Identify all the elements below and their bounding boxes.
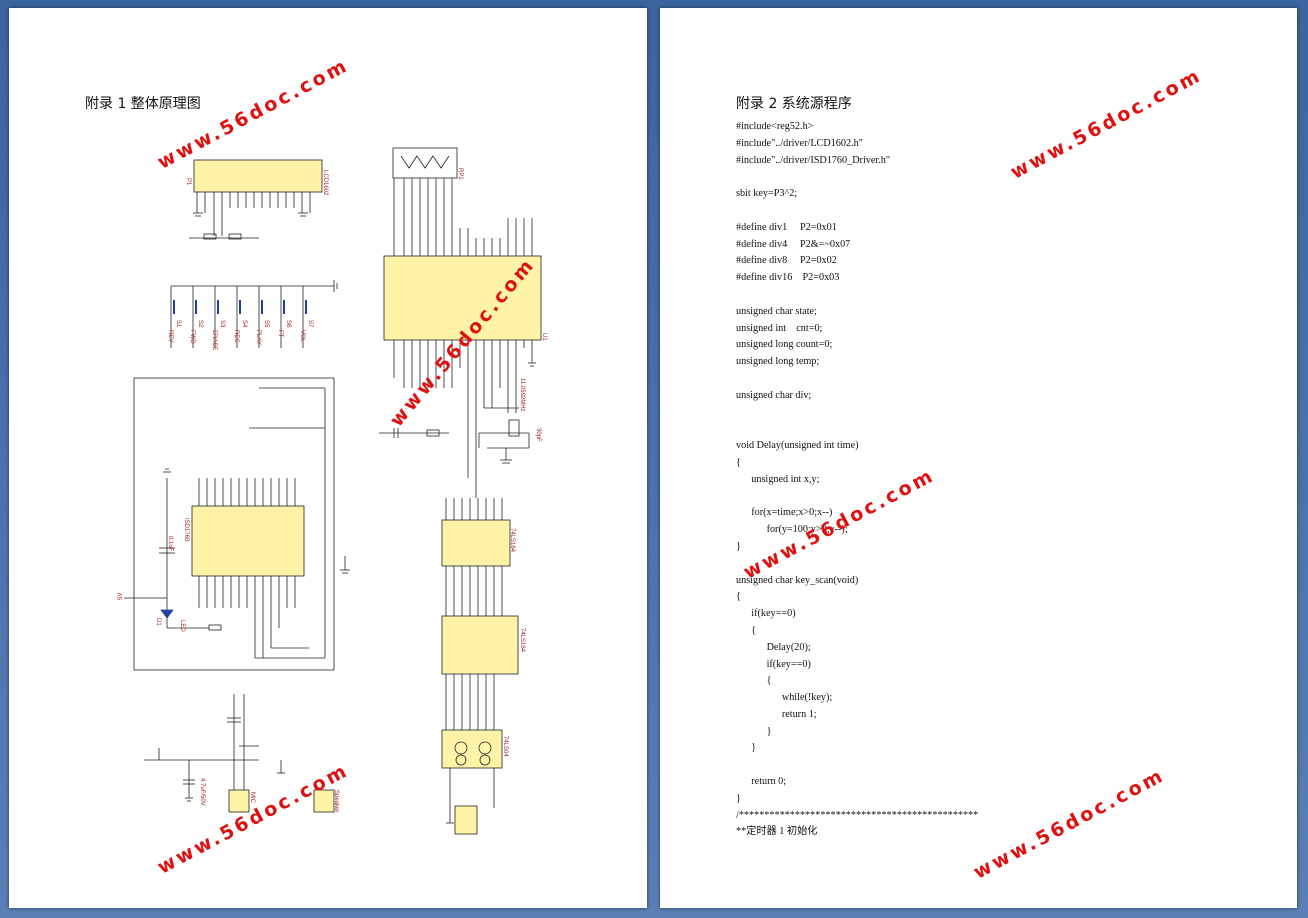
code-line: unsigned int x,y;: [736, 473, 820, 485]
code-line: return 0;: [736, 776, 787, 788]
button-label-vol: VOL: [299, 330, 305, 343]
switch-label-s3: S3: [219, 320, 225, 328]
code-line: }: [736, 540, 741, 552]
switch-label-s7: S7: [307, 320, 313, 328]
code-line: {: [736, 624, 757, 636]
rp1-label: RP1: [457, 168, 463, 180]
code-line: #define div4 P2&=~0x07: [736, 238, 851, 250]
code-line: void Delay(unsigned int time): [736, 440, 859, 452]
code-line: [736, 405, 1256, 422]
cap-47uf-label: 4.7uF/50V: [199, 778, 205, 806]
crystal-label: 11.0592MHz: [519, 378, 525, 412]
code-line: {: [736, 675, 772, 687]
code-line: for(y=100;y>0;y--);: [736, 524, 848, 536]
code-line: #include"../driver/LCD1602.h": [736, 137, 863, 149]
button-label-rec: REC: [233, 330, 239, 343]
code-line: /***************************************…: [736, 809, 979, 821]
u4-label: 74LS164: [519, 628, 525, 653]
u3-label: 74LS04: [502, 736, 508, 757]
switch-label-s5: S5: [263, 320, 269, 328]
code-line: if(key==0): [736, 658, 811, 670]
code-line: [736, 371, 1256, 388]
d1-label: D1: [155, 618, 161, 626]
code-line: while(!key);: [736, 692, 833, 704]
switch-label-s1: S1: [175, 320, 181, 328]
code-line: [736, 757, 1256, 774]
button-label-ft: FT: [277, 330, 283, 338]
isd-label: ISD1760: [183, 518, 189, 542]
appendix-1-heading: 附录 1 整体原理图: [85, 96, 201, 112]
code-line: #define div8 P2=0x02: [736, 255, 837, 267]
mcu-label: U1: [541, 333, 547, 341]
code-line: unsigned char key_scan(void): [736, 574, 859, 586]
code-line: #include"../driver/ISD1760_Driver.h": [736, 154, 891, 166]
code-line: sbit key=P3^2;: [736, 188, 798, 200]
code-line: #include<reg52.h>: [736, 121, 814, 132]
cap-30pf-label: 30pF: [535, 428, 541, 442]
speaker-label: Speaker: [333, 790, 339, 812]
source-code-block: #include<reg52.h> #include"../driver/LCD…: [736, 119, 1256, 841]
code-line: }: [736, 792, 741, 804]
u2-label: 74LS164: [509, 528, 515, 553]
code-line: for(x=time;x>0;x--): [736, 507, 833, 519]
code-line: [736, 556, 1256, 573]
switch-label-s4: S4: [241, 320, 247, 328]
appendix-2-heading: 附录 2 系统源程序: [736, 96, 852, 112]
code-line: [736, 169, 1256, 186]
code-line: }: [736, 725, 772, 737]
cap-01uf-label: 0.1uF: [167, 536, 173, 552]
p1-label: P1: [185, 178, 191, 186]
circuit-schematic: LCD1602 P1 U1 RP1 ISD1760 74LS164 74LS16…: [118, 147, 547, 835]
mic-label: MIC: [249, 792, 255, 804]
document-page-right: 附录 2 系统源程序 #include<reg52.h> #include"..…: [660, 8, 1297, 908]
document-page-left: 附录 1 整体原理图: [9, 8, 647, 908]
button-label-fwd: FWD: [189, 330, 195, 344]
code-line: unsigned char state;: [736, 305, 817, 317]
button-label-play: PLAY: [255, 330, 261, 345]
code-line: }: [736, 742, 757, 754]
code-line: #define div16 P2=0x03: [736, 272, 840, 284]
code-line: #define div1 P2=0x01: [736, 221, 837, 233]
five-v-label: 5V: [118, 593, 124, 600]
switch-label-s6: S6: [285, 320, 291, 328]
code-line: unsigned long temp;: [736, 356, 820, 368]
switch-label-s2: S2: [197, 320, 203, 328]
code-line: Delay(20);: [736, 641, 811, 653]
code-line: unsigned long count=0;: [736, 339, 833, 351]
code-line: unsigned int cnt=0;: [736, 322, 823, 334]
led-label: LED: [179, 620, 185, 632]
button-label-erase: ERASE: [211, 330, 217, 350]
code-line: [736, 489, 1256, 506]
button-label-rev: REV: [167, 330, 173, 342]
code-line: unsigned char div;: [736, 389, 812, 401]
code-line: return 1;: [736, 708, 817, 720]
code-line: [736, 203, 1256, 220]
code-line: {: [736, 456, 741, 468]
code-line: [736, 287, 1256, 304]
lcd-label: LCD1602: [322, 170, 328, 196]
code-line: **定时器 1 初始化: [736, 826, 818, 838]
code-line: [736, 421, 1256, 438]
code-line: {: [736, 591, 741, 603]
code-line: if(key==0): [736, 608, 796, 620]
